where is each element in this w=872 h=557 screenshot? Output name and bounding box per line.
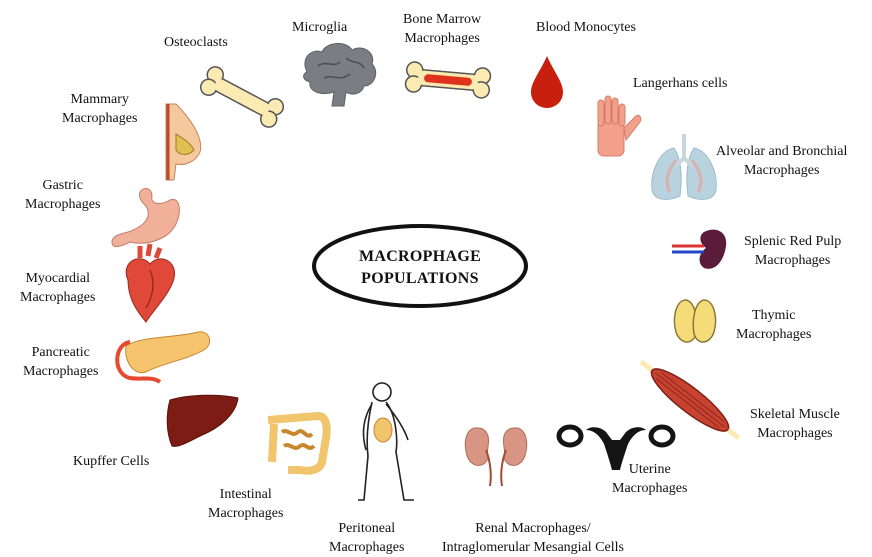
label-line: Macrophages [612,479,687,498]
label-splenic: Splenic Red Pulp Macrophages [744,232,841,270]
pancreas-icon [117,332,209,382]
label-line: Thymic [736,306,811,325]
label-line: Langerhans cells [633,74,727,93]
label-renal: Renal Macrophages/ Intraglomerular Mesan… [442,519,624,557]
label-intestinal: Intestinal Macrophages [208,485,283,523]
label-line: Blood Monocytes [536,18,636,37]
label-skeletal: Skeletal Muscle Macrophages [750,405,840,443]
label-thymic: Thymic Macrophages [736,306,811,344]
spleen-icon [672,230,726,269]
label-line: Intraglomerular Mesangial Cells [442,538,624,557]
label-line: Macrophages [25,195,100,214]
label-bone-marrow: Bone Marrow Macrophages [403,10,481,48]
center-title: MACROPHAGE POPULATIONS [330,246,510,290]
liver-icon [167,395,238,446]
stomach-icon [112,189,179,247]
bone-icon [198,64,286,130]
label-line: Microglia [292,18,347,37]
label-microglia: Microglia [292,18,347,37]
label-line: Peritoneal [329,519,404,538]
label-langerhans: Langerhans cells [633,74,727,93]
label-line: Macrophages [208,504,283,523]
brain-icon [304,43,376,106]
center-title-line1: MACROPHAGE [330,246,510,268]
thymus-icon [674,300,715,342]
blood-drop-icon [531,56,563,108]
label-myocardial: Myocardial Macrophages [20,269,95,307]
human-figure-icon [358,383,414,500]
label-line: Macrophages [750,424,840,443]
label-pancreatic: Pancreatic Macrophages [23,343,98,381]
label-line: Macrophages [403,29,481,48]
breast-icon [166,104,201,180]
intestines-icon [268,416,327,474]
lungs-icon [652,134,717,199]
label-line: Macrophages [62,109,137,128]
label-line: Macrophages [716,161,847,180]
label-line: Gastric [25,176,100,195]
label-line: Bone Marrow [403,10,481,29]
label-line: Macrophages [329,538,404,557]
label-line: Kupffer Cells [73,452,149,471]
label-line: Intestinal [208,485,283,504]
label-line: Macrophages [20,288,95,307]
label-line: Uterine [612,460,687,479]
label-peritoneal: Peritoneal Macrophages [329,519,404,557]
label-line: Osteoclasts [164,33,228,52]
center-title-line2: POPULATIONS [330,268,510,290]
label-mammary: Mammary Macrophages [62,90,137,128]
kidneys-icon [465,428,527,486]
label-line: Renal Macrophages/ [442,519,624,538]
label-line: Pancreatic [23,343,98,362]
label-line: Macrophages [736,325,811,344]
label-line: Macrophages [23,362,98,381]
label-line: Mammary [62,90,137,109]
hand-icon [598,96,641,156]
label-blood-monocytes: Blood Monocytes [536,18,636,37]
label-alveolar: Alveolar and Bronchial Macrophages [716,142,847,180]
label-kupffer: Kupffer Cells [73,452,149,471]
label-line: Skeletal Muscle [750,405,840,424]
label-osteoclasts: Osteoclasts [164,33,228,52]
label-line: Myocardial [20,269,95,288]
label-line: Macrophages [744,251,841,270]
label-line: Splenic Red Pulp [744,232,841,251]
label-line: Alveolar and Bronchial [716,142,847,161]
label-uterine: Uterine Macrophages [612,460,687,498]
heart-icon [126,244,174,322]
label-gastric: Gastric Macrophages [25,176,100,214]
bone-marrow-icon [405,61,491,98]
